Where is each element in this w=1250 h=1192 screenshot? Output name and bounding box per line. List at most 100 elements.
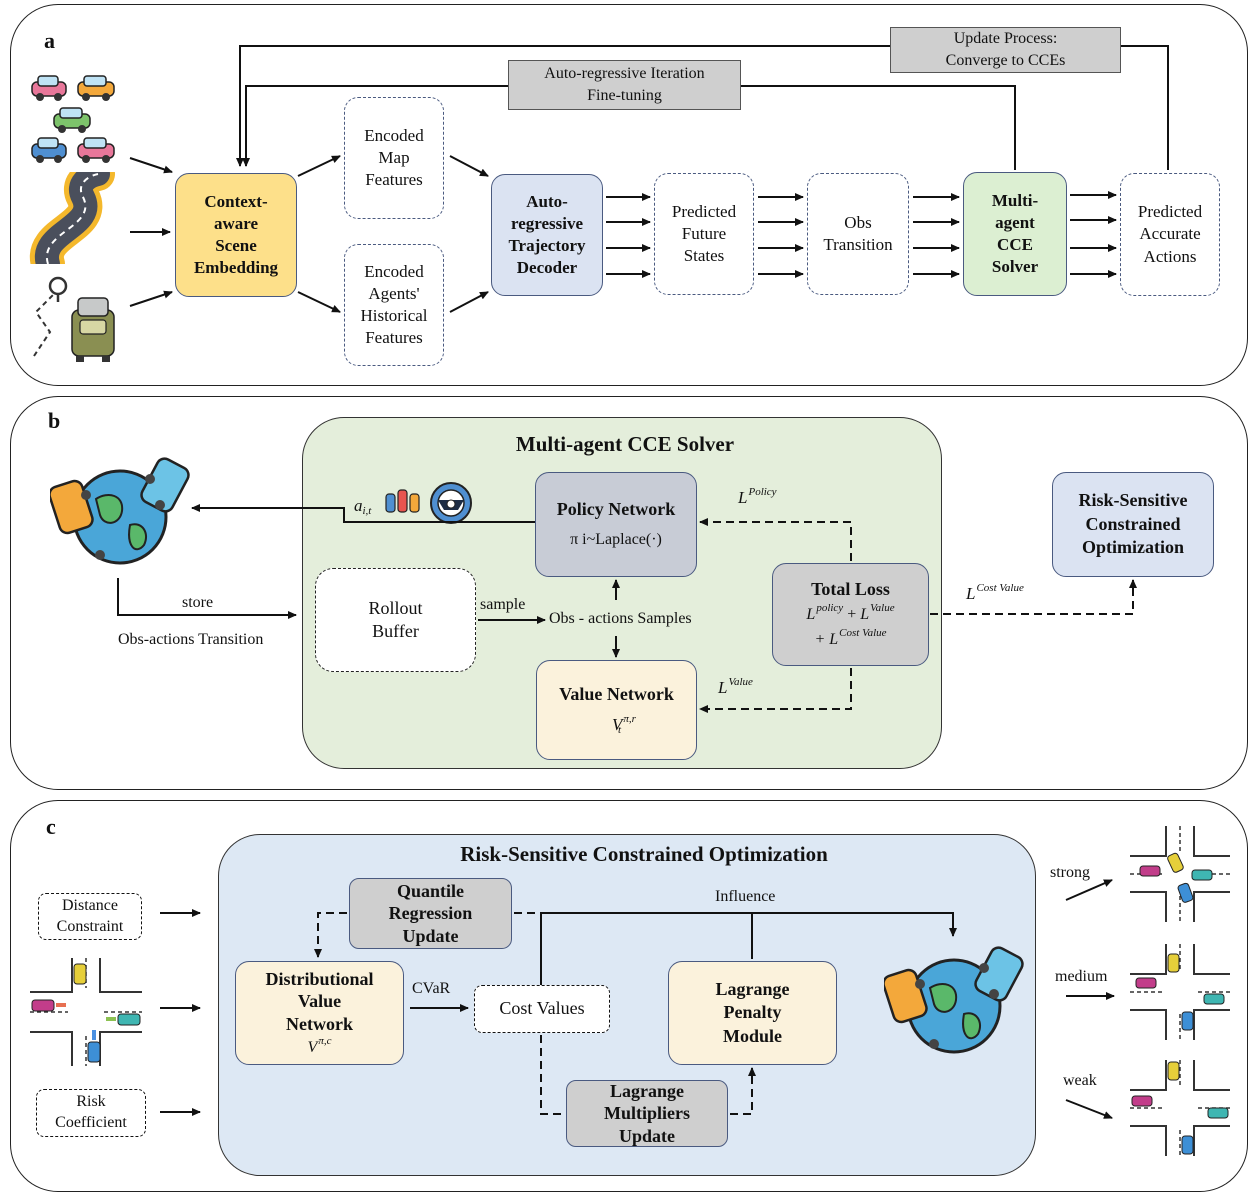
car-icon-pink-2 [77,137,115,163]
actions-line-1: Predicted [1137,202,1203,222]
dist-line-1: Distributional [265,968,374,989]
value-formula-sup: π,r [623,713,636,726]
mult-line-1: Lagrange [610,1080,684,1101]
penalty-line-1: Lagrange [715,978,790,999]
quantile-line-3: Update [402,925,459,946]
obs-actions-samples-label: Obs - actions Samples [549,610,692,627]
distance-line-2: Constraint [56,917,124,935]
sample-label: sample [480,596,526,613]
road-map-icon [30,172,115,264]
action-label: ai,t [354,496,371,517]
intersection-icon [30,958,142,1066]
multi-agent-cce-solver-box: Multi- agent CCE Solver [963,172,1067,296]
weak-label: weak [1063,1072,1097,1089]
policy-formula: π i~Laplace(·) [570,530,662,548]
action-a: a [354,496,363,515]
tl-l2-sup: Value [870,602,895,615]
tl-l2: L [860,606,870,624]
dist-line-2: Value [297,991,342,1012]
total-loss-title: Total Loss [811,579,890,599]
lagrange-penalty-module: Lagrange Penalty Module [668,961,837,1065]
risk-sensitive-title: Risk-Sensitive Constrained Optimization [460,842,828,866]
quantile-regression-update: Quantile Regression Update [349,878,512,949]
lv-l: L [718,678,728,697]
cce-solver-title: Multi-agent CCE Solver [515,432,735,456]
store-label: store [182,594,214,611]
policy-network: Policy Network π i~Laplace(·) [535,472,697,577]
influence-label: Influence [715,888,776,905]
solver-line-3: CCE [997,235,1033,254]
embedding-line-4: Embedding [193,258,279,278]
intersection-strong-icon [1130,826,1230,922]
panel-c-label: c [46,814,56,839]
rollout-line-2: Buffer [372,621,419,641]
penalty-line-3: Module [722,1025,782,1046]
tl-l3: + L [814,631,839,649]
update-process-box: Update Process: Converge to CCEs [890,27,1121,73]
finetune-label-box: Auto-regressive Iteration Fine-tuning [508,60,741,110]
cost-values: Cost Values [474,985,610,1033]
pedal-icon [385,489,420,513]
agent-line-1: Encoded [364,261,424,281]
risk-box-line-3: Optimization [1082,537,1184,558]
action-sub: i,t [362,505,372,517]
dist-formula: Vπ,c [308,1035,332,1058]
dist-line-3: Network [286,1013,353,1034]
agent-line-4: Features [365,328,423,348]
l-policy-label: LPolicy [738,486,777,508]
mult-line-3: Update [618,1125,675,1146]
context-aware-scene-embedding: Context- aware Scene Embedding [175,173,297,297]
lp-l: L [738,488,748,507]
risk-sensitive-box: Risk-Sensitive Constrained Optimization [1052,472,1214,577]
lagrange-multipliers-update: Lagrange Multipliers Update [566,1080,728,1147]
future-line-1: Predicted [671,201,737,221]
solver-line-4: Solver [991,257,1039,277]
predicted-accurate-actions: Predicted Accurate Actions [1120,173,1220,296]
value-formula-sub: t [617,724,621,737]
decoder-line-2: regressive [510,213,584,233]
value-network-title: Value Network [559,683,674,704]
l-cost-value-label: LCost Value [966,582,1024,604]
future-line-3: States [683,246,725,266]
car-icon-blue [31,137,67,163]
update-line-1: Update Process: [953,30,1058,48]
value-formula-v: V [612,715,623,735]
panel-b-label: b [48,408,61,433]
encoded-agents-historical-features: Encoded Agents' Historical Features [344,244,444,366]
cost-values-label: Cost Values [499,998,585,1019]
map-line-2: Map [378,147,410,167]
future-line-2: Future [681,223,727,243]
distance-constraint: Distance Constraint [38,893,142,940]
actions-line-3: Actions [1143,246,1197,266]
distributional-value-network: Distributional Value Network Vπ,c [235,961,404,1065]
tl-l3-sup: Cost Value [839,627,887,640]
steering-wheel-icon [430,482,472,524]
decoder-line-3: Trajectory [508,236,586,255]
risk-line-2: Coefficient [55,1114,127,1131]
strong-label: strong [1050,864,1090,881]
encoded-map-features: Encoded Map Features [344,97,444,219]
risk-line-1: Risk [76,1093,106,1111]
penalty-line-2: Penalty [723,1002,782,1023]
value-network: Value Network Vπ,rt [536,660,697,760]
total-loss-line-2: + LCost Value [814,626,886,651]
quantile-line-2: Regression [388,903,473,924]
obs-line-2: Transition [823,235,893,254]
car-icon-green [53,107,91,133]
tl-l1: L [806,606,816,624]
car-icon-orange [77,75,115,101]
solver-line-1: Multi- [991,190,1039,210]
tl-plus: + [847,606,857,624]
dist-v: V [307,1039,318,1057]
cvar-label: CVaR [412,980,451,997]
risk-coefficient: Risk Coefficient [36,1089,146,1137]
risk-box-line-2: Constrained [1085,513,1181,534]
agent-line-3: Historical [360,306,428,325]
total-loss: Total Loss Lpolicy + LValue + LCost Valu… [772,563,929,666]
obs-line-1: Obs [844,212,872,232]
policy-network-title: Policy Network [556,499,676,520]
update-line-2: Converge to CCEs [945,52,1066,69]
intersection-medium-icon [1130,944,1230,1040]
value-formula: Vπ,rt [612,712,636,737]
total-loss-line-1: Lpolicy + LValue [806,601,894,626]
